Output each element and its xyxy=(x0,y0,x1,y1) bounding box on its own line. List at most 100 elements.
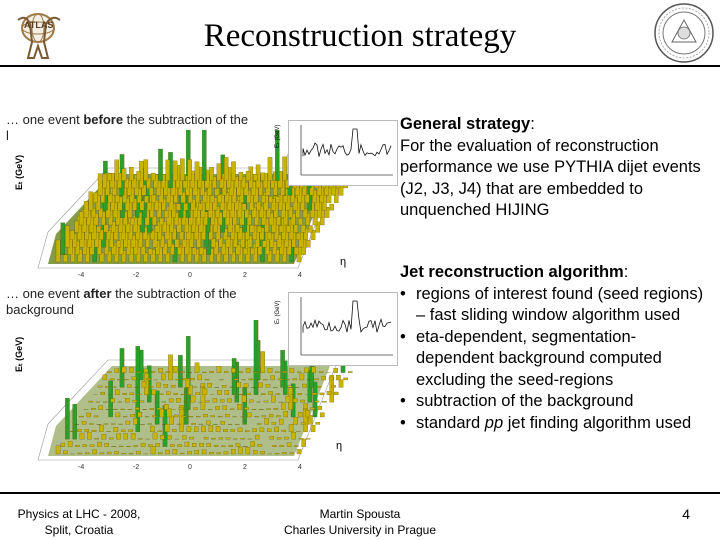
tower-bar xyxy=(146,378,151,381)
tower-bar xyxy=(93,415,99,418)
tower-bar xyxy=(334,391,339,395)
tower-bar xyxy=(255,340,261,381)
tower-bar xyxy=(92,449,97,455)
list-item-text: subtraction of the background xyxy=(416,392,634,410)
tower-bar xyxy=(125,198,130,211)
tower-bar xyxy=(315,221,320,233)
tower-bar xyxy=(303,403,308,432)
tower-bar xyxy=(79,432,85,440)
tower-bar xyxy=(115,389,120,395)
tower-bar xyxy=(159,408,164,418)
tower-bar xyxy=(81,421,87,425)
tower-bar xyxy=(123,433,129,440)
tower-bar xyxy=(314,400,320,403)
tower-bar xyxy=(93,213,99,226)
tower-bar xyxy=(183,203,188,211)
tower-bar xyxy=(111,221,116,233)
tower-bar xyxy=(253,174,258,181)
tower-bar xyxy=(300,422,306,425)
tower-bar xyxy=(201,248,207,263)
tower-bar xyxy=(202,191,208,203)
tower-bar xyxy=(130,217,135,226)
tower-bar xyxy=(292,378,297,381)
tower-bar xyxy=(193,206,198,218)
tower-bar xyxy=(131,376,137,381)
tower-bar xyxy=(207,382,212,388)
tower-bar xyxy=(141,184,147,196)
tower-bar xyxy=(161,198,167,211)
tower-bar xyxy=(209,452,214,455)
tower-bar xyxy=(215,206,220,218)
tower-bar xyxy=(137,412,143,418)
tower-bar xyxy=(181,415,186,418)
general-strategy-block: General strategy: For the evaluation of … xyxy=(400,114,704,222)
tower-bar xyxy=(113,408,118,410)
tower-bar xyxy=(63,254,68,263)
tower-bar xyxy=(233,378,239,381)
lego-plot-after-zlabel: Eₜ (GeV) xyxy=(14,336,24,372)
tower-bar xyxy=(170,244,175,255)
tower-bar xyxy=(98,405,103,410)
tower-bar xyxy=(268,212,274,226)
tower-bar xyxy=(244,209,249,218)
tower-bar xyxy=(218,237,223,248)
tower-bar xyxy=(282,195,288,203)
tower-bar xyxy=(217,390,222,395)
tower-bar xyxy=(181,435,187,440)
tower-bar xyxy=(83,201,89,218)
tower-bar xyxy=(192,386,198,388)
tower-bar xyxy=(94,438,99,440)
tower-bar xyxy=(124,178,129,189)
tower-bar xyxy=(209,371,214,373)
tower-bar xyxy=(152,216,157,226)
tower-bar xyxy=(77,249,83,263)
tower-bar xyxy=(219,399,225,403)
tower-bar xyxy=(111,423,116,425)
tower-bar xyxy=(195,416,201,418)
atlas-logo-icon xyxy=(8,6,64,64)
tower-bar xyxy=(195,392,200,395)
tower-bar xyxy=(126,445,131,447)
tower-bar xyxy=(174,239,180,248)
tower-bar xyxy=(200,386,205,388)
tower-bar xyxy=(252,428,257,432)
tower-bar xyxy=(301,438,306,447)
tower-bar xyxy=(333,368,338,373)
tower-bar xyxy=(128,429,133,432)
tower-bar xyxy=(69,230,75,240)
tower-bar xyxy=(136,171,141,181)
tower-bar xyxy=(259,408,264,410)
tower-bar xyxy=(164,210,169,218)
tower-bar xyxy=(109,378,115,381)
tower-bar xyxy=(152,432,158,440)
tower-bar xyxy=(110,398,115,403)
tower-bar xyxy=(113,427,119,432)
atlas-logo-text: ATLAS xyxy=(24,20,54,30)
tower-bar xyxy=(257,444,263,447)
lego-plot-before-xlabel: η xyxy=(340,256,347,268)
tower-bar xyxy=(314,378,319,381)
tower-bar xyxy=(300,225,306,233)
tower-bar xyxy=(67,440,73,447)
tower-bar xyxy=(336,374,341,381)
tower-bar xyxy=(251,207,257,218)
tower-bar xyxy=(79,211,84,226)
tower-bar xyxy=(182,378,188,381)
tower-bar xyxy=(206,443,212,447)
tower-bar xyxy=(283,411,289,418)
panel-2-caption: … one event after the subtraction of the… xyxy=(6,286,268,318)
tower-bar xyxy=(263,400,269,403)
tower-bar xyxy=(146,177,151,189)
tower-bar xyxy=(201,449,207,455)
tower-bar xyxy=(306,438,311,440)
tower-bar xyxy=(160,235,165,248)
profile-inset-after xyxy=(288,292,398,366)
tower-bar xyxy=(55,239,61,263)
tower-bar xyxy=(77,429,82,432)
tower-bar xyxy=(191,247,197,255)
tower-bar xyxy=(275,371,280,373)
tower-bar xyxy=(150,230,155,240)
jet-reconstruction-colon: : xyxy=(623,263,629,281)
tower-bar xyxy=(328,376,334,381)
